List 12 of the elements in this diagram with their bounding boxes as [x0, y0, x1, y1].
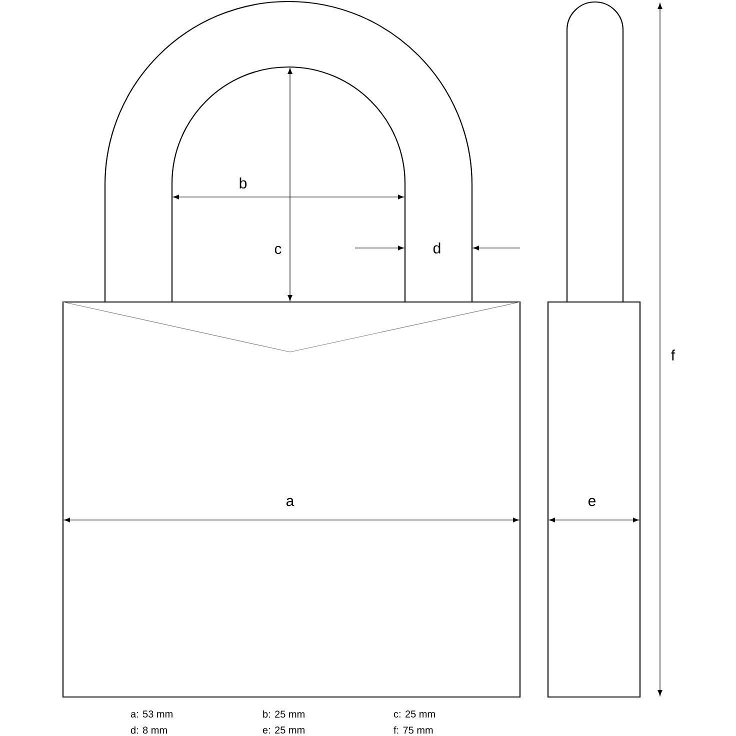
spec-text: a: 53 mm — [130, 710, 172, 718]
dimension-label: e — [588, 498, 596, 506]
spec-text: c: 25 mm — [394, 710, 435, 718]
dimension-label: f — [671, 350, 676, 360]
dimension-label: c — [274, 246, 282, 254]
dimension-label: b — [240, 178, 247, 188]
dimension-label: d — [433, 242, 440, 254]
spec-text: d: 8 mm — [130, 726, 167, 734]
spec-text: e: 25 mm — [262, 726, 304, 734]
spec-text: b: 25 mm — [263, 710, 304, 718]
dimension-label: a — [286, 498, 294, 506]
spec-text: f: 75 mm — [394, 726, 433, 734]
